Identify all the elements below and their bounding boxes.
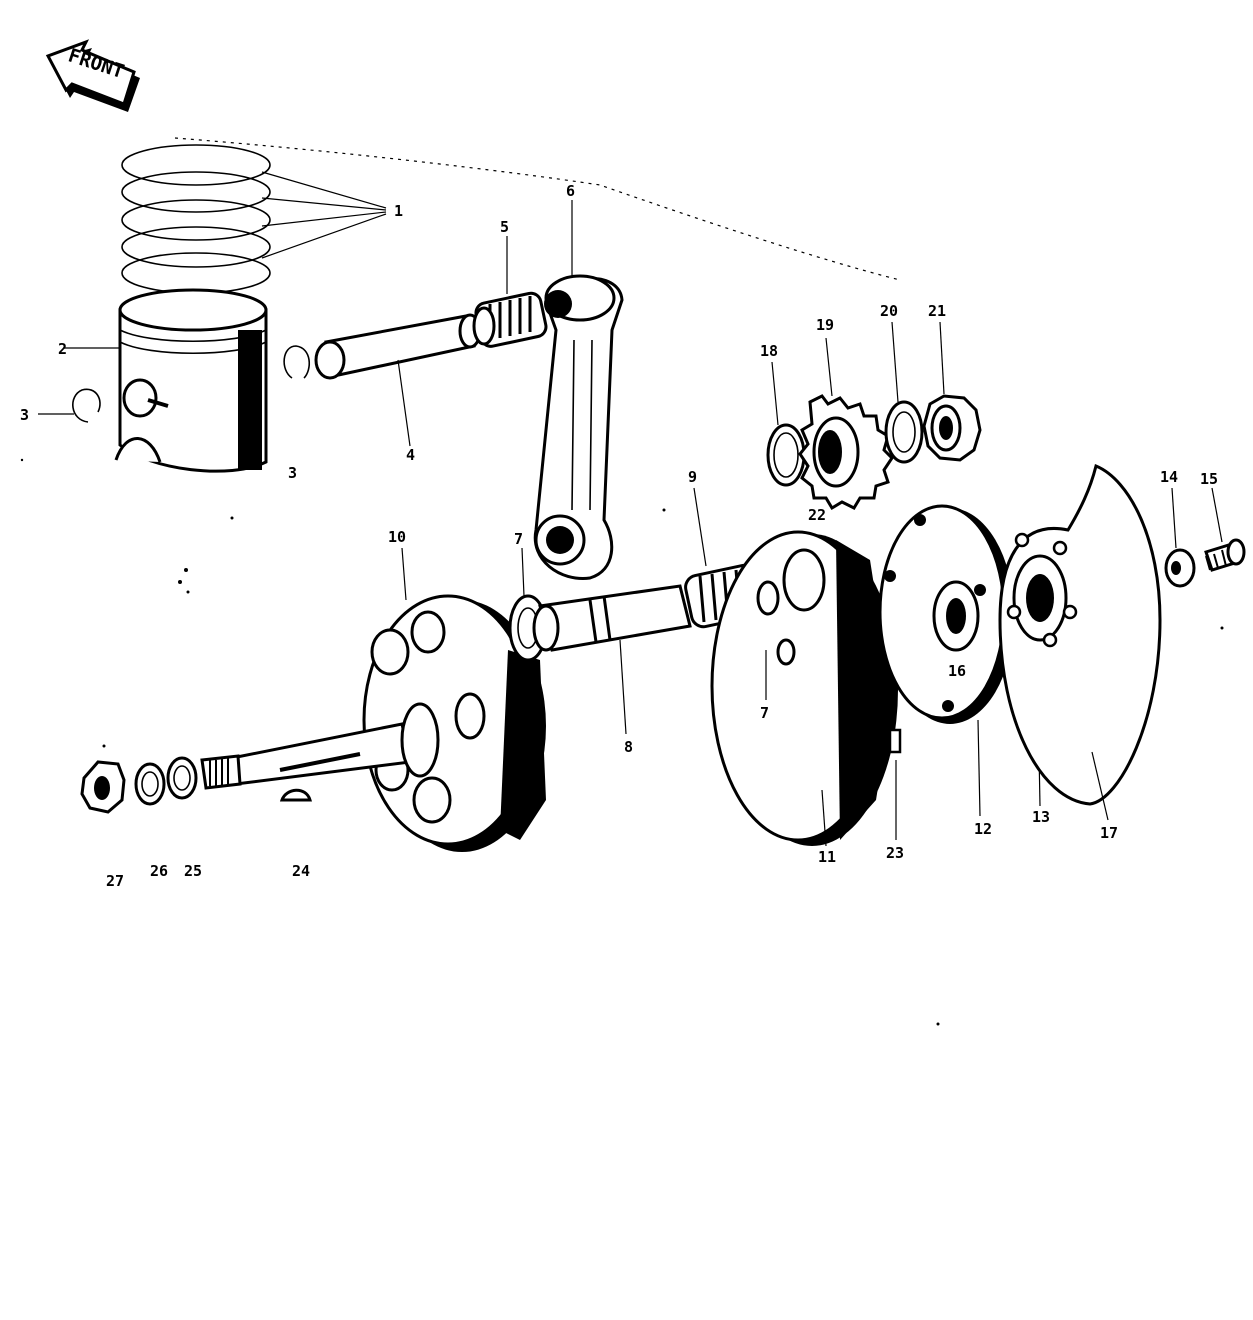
primary-gear: [798, 337, 894, 511]
rotor-plate: [878, 504, 1014, 817]
piston-rings: [121, 144, 387, 294]
callout-1: 1: [394, 202, 403, 220]
callout-18: 18: [760, 342, 778, 360]
callout-25: 25: [184, 862, 202, 880]
callout-15: 15: [1200, 470, 1218, 488]
woodruff-key-icon: [279, 788, 312, 802]
washer-25: [166, 756, 198, 800]
callout-20: 20: [880, 302, 898, 320]
callout-5: 5: [500, 218, 509, 236]
callout-19: 19: [816, 316, 834, 334]
hex-nut-27: [80, 760, 126, 814]
piston: [64, 288, 268, 473]
callout-26: 26: [150, 862, 168, 880]
callout-21: 21: [928, 302, 946, 320]
crank-pin: [532, 584, 692, 735]
small-end-bearing: [472, 236, 548, 348]
callout-3-left: 3: [20, 406, 29, 424]
callout-13: 13: [1032, 808, 1050, 826]
callout-17: 17: [1100, 824, 1118, 842]
callout-6: 6: [566, 182, 575, 200]
front-arrow-icon: FRONT: [45, 39, 140, 112]
alignment-guide-line: [174, 137, 901, 281]
washer-20: [884, 321, 924, 464]
callout-14: 14: [1160, 468, 1178, 486]
callout-22: 22: [808, 506, 826, 524]
print-specks: [20, 458, 1224, 1026]
callout-7-left: 7: [514, 530, 523, 548]
cover-plate: [998, 463, 1162, 821]
circlip-right-icon: [283, 345, 311, 379]
callout-9: 9: [688, 468, 697, 486]
callout-10: 10: [388, 528, 406, 546]
callout-11: 11: [818, 848, 836, 866]
callout-24: 24: [292, 862, 310, 880]
callout-8: 8: [624, 738, 633, 756]
gear-nut: [922, 321, 982, 462]
callout-27: 27: [106, 872, 124, 890]
right-flywheel: [710, 530, 898, 847]
crankshaft-left-taper: [200, 702, 440, 790]
callout-23: 23: [886, 844, 904, 862]
left-flywheel: [362, 547, 546, 852]
callout-12: 12: [974, 820, 992, 838]
circlip-left-icon: [72, 388, 101, 423]
callout-3-right: 3: [288, 464, 297, 482]
callout-7-right: 7: [760, 704, 769, 722]
lock-washer-26: [134, 762, 166, 806]
callout-4: 4: [406, 446, 415, 464]
connecting-rod: [533, 200, 624, 580]
bolt-15: [1204, 487, 1246, 572]
callout-2: 2: [58, 340, 67, 358]
callout-16: 16: [948, 662, 966, 680]
piston-pin: [314, 313, 482, 447]
washer-14: [1164, 487, 1196, 588]
dowel-pin: [888, 728, 902, 840]
thrust-washer-18: [766, 361, 806, 487]
